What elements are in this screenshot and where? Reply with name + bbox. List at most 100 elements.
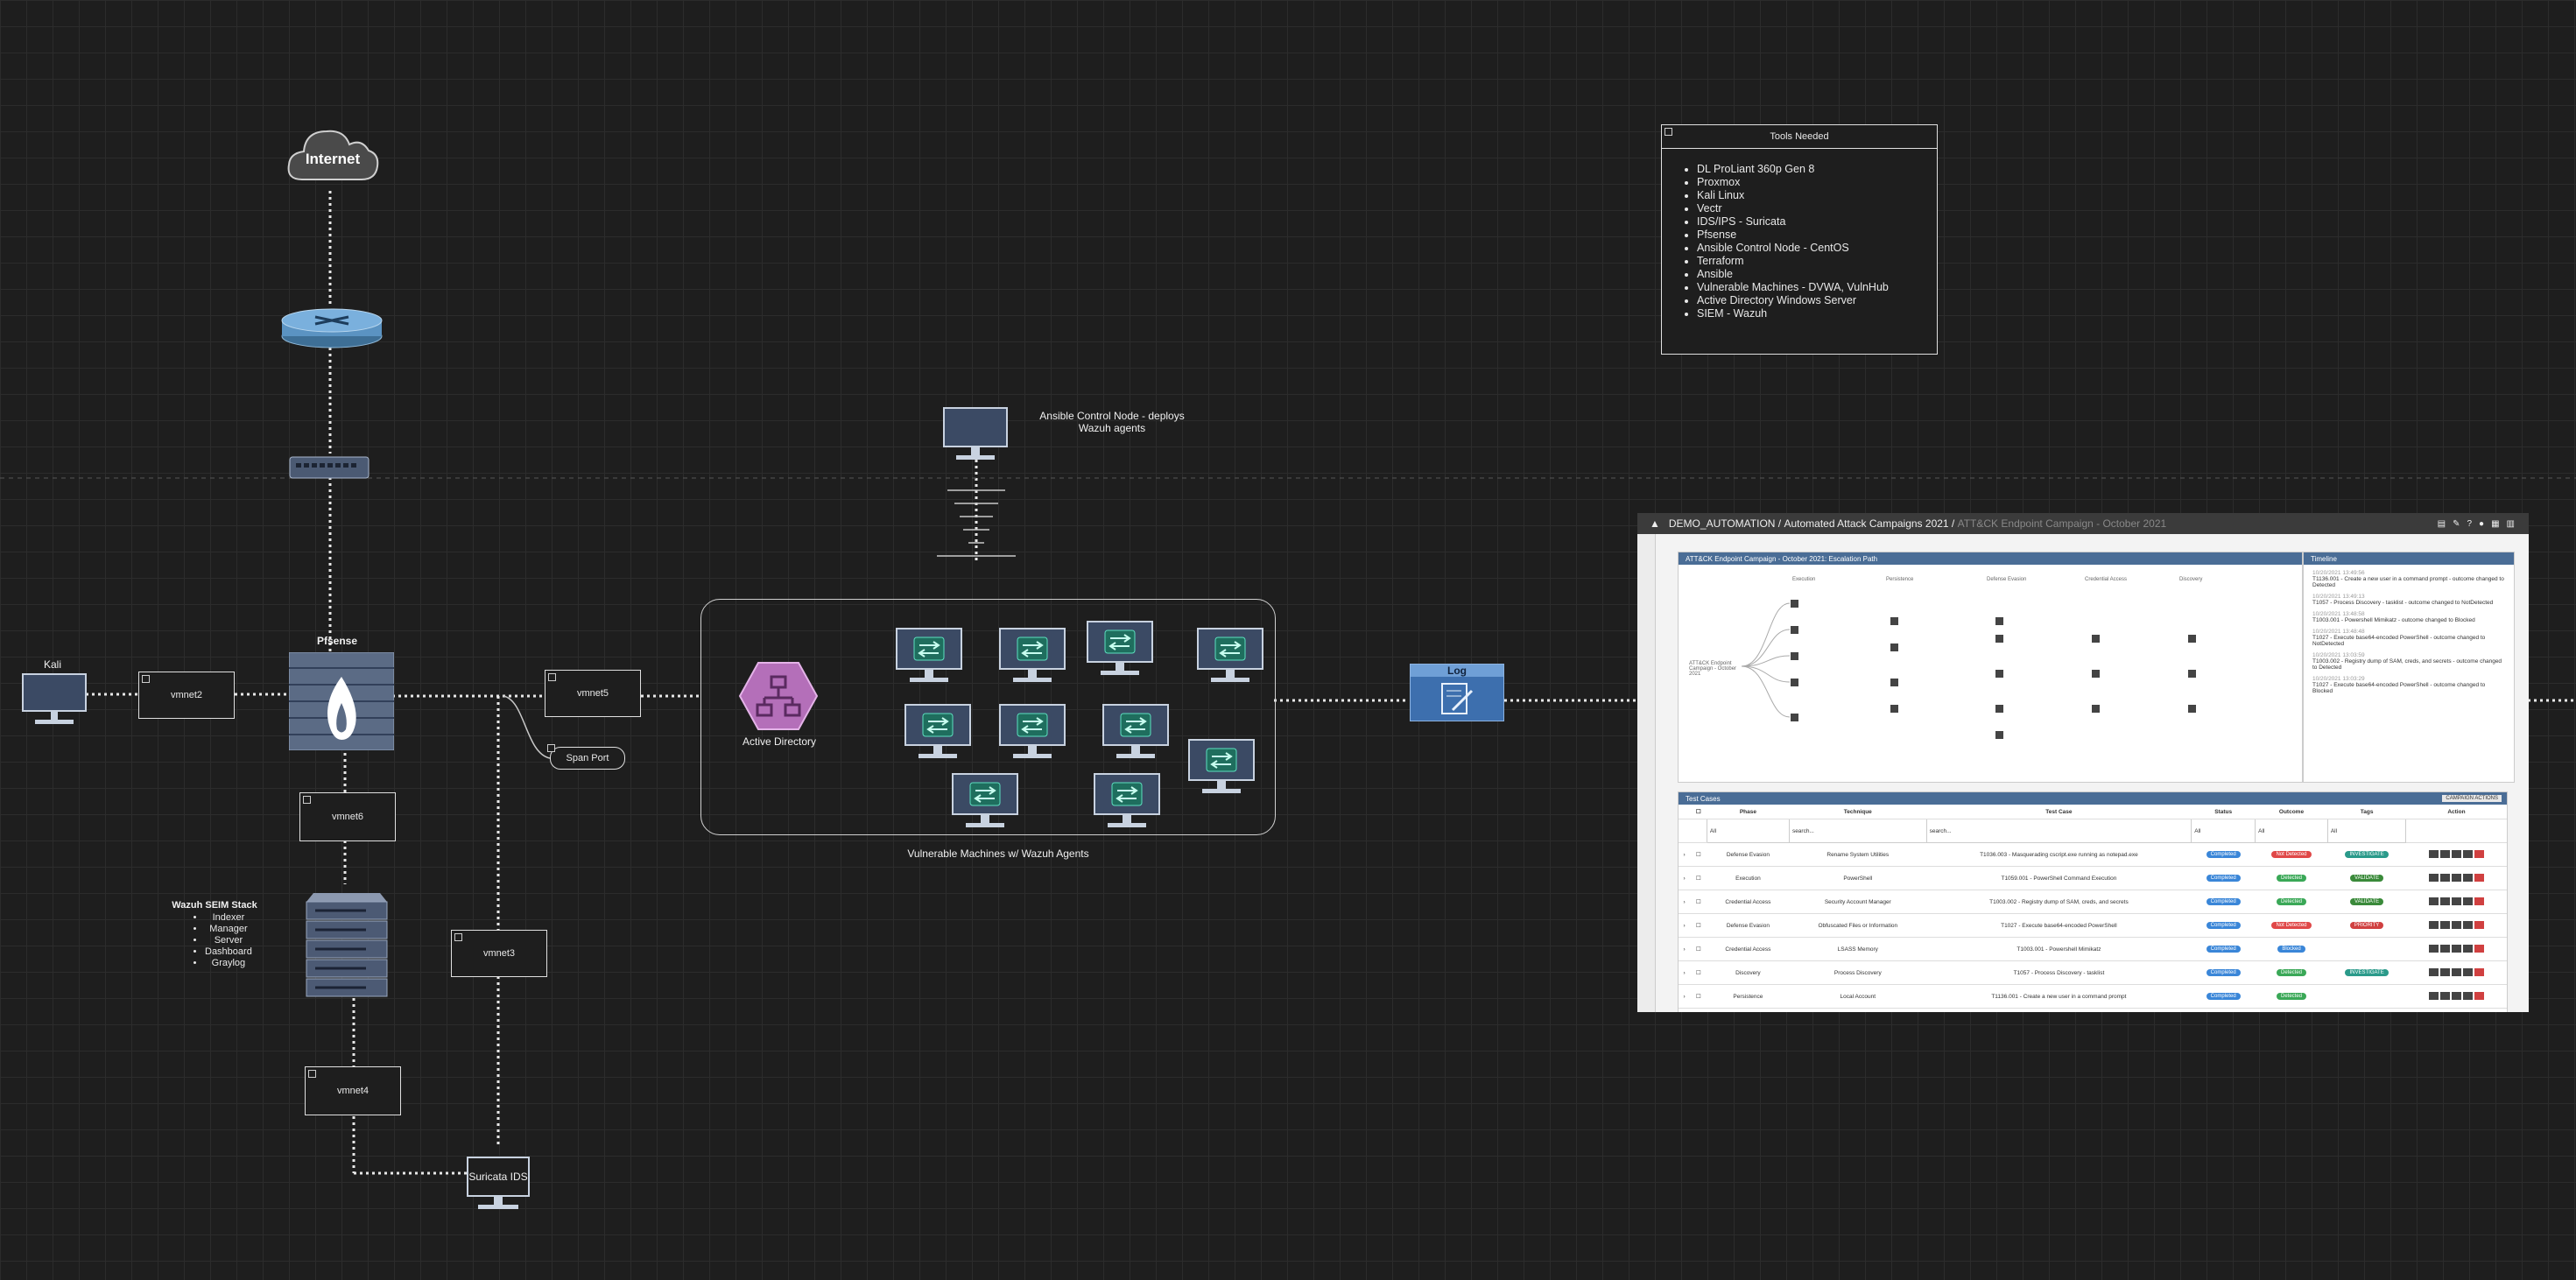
column-header[interactable]: Phase: [1707, 805, 1790, 819]
row-actions[interactable]: [2405, 842, 2507, 867]
row-checkbox[interactable]: ☐: [1690, 890, 1707, 914]
vmnet3-box[interactable]: vmnet3: [451, 930, 547, 977]
expand-row-icon[interactable]: ›: [1679, 913, 1691, 938]
vulnerable-machine-icon[interactable]: [1187, 738, 1256, 802]
campaign-actions-button[interactable]: CAMPAIGN ACTIONS: [2442, 795, 2502, 802]
vulnerable-machines-group[interactable]: [700, 599, 1276, 835]
tools-needed-panel[interactable]: Tools Needed DL ProLiant 360p Gen 8 Prox…: [1661, 124, 1938, 355]
row-checkbox[interactable]: ☐: [1690, 866, 1707, 890]
expand-row-icon[interactable]: ›: [1679, 984, 1691, 1009]
dashboard-topbar: ▲ DEMO_AUTOMATION / Automated Attack Cam…: [1637, 513, 2529, 534]
vmnet2-box[interactable]: vmnet2: [138, 672, 235, 719]
column-filter[interactable]: All: [1706, 819, 1790, 843]
row-checkbox[interactable]: ☐: [1690, 913, 1707, 938]
tag-badge[interactable]: PRIORITY: [2349, 922, 2384, 929]
expand-row-icon[interactable]: ›: [1679, 866, 1691, 890]
row-actions[interactable]: [2405, 960, 2507, 985]
select-all-checkbox[interactable]: ☐: [1690, 805, 1707, 819]
vulnerable-machine-icon[interactable]: [895, 627, 963, 691]
test-case-cell[interactable]: T1003.001 - Powershell Mimikatz: [1926, 937, 2192, 961]
pfsense-label: Pfsense: [316, 635, 358, 647]
row-actions[interactable]: [2405, 913, 2507, 938]
vmnet5-box[interactable]: vmnet5: [545, 670, 641, 717]
vulnerable-machine-icon[interactable]: [1086, 620, 1154, 684]
technique-cell: Local Account: [1789, 984, 1927, 1009]
row-actions[interactable]: [2405, 984, 2507, 1009]
logo-icon: ▲: [1650, 517, 1660, 530]
row-checkbox[interactable]: ☐: [1690, 937, 1707, 961]
vulnerable-machine-icon[interactable]: [1101, 703, 1170, 767]
row-actions[interactable]: [2405, 937, 2507, 961]
outcome-badge: Detected: [2276, 875, 2306, 882]
phase-label: Persistence: [1886, 577, 1914, 582]
column-filter[interactable]: All: [2255, 819, 2328, 843]
status-badge: Completed: [2206, 898, 2241, 905]
vulnerable-machine-icon[interactable]: [1093, 772, 1161, 836]
row-checkbox[interactable]: ☐: [1690, 842, 1707, 867]
tool-item: IDS/IPS - Suricata: [1697, 215, 1937, 229]
tag-badge[interactable]: INVESTIGATE: [2345, 851, 2389, 858]
vmnet4-box[interactable]: vmnet4: [305, 1066, 401, 1115]
vulnerable-machine-icon[interactable]: [998, 627, 1066, 691]
dashboard-sidebar[interactable]: [1637, 534, 1656, 1012]
tag-badge[interactable]: VALIDATE: [2350, 898, 2384, 905]
column-header[interactable]: Technique: [1789, 805, 1927, 819]
test-case-cell[interactable]: T1136.001 - Create a new user in a comma…: [1926, 984, 2192, 1009]
column-header[interactable]: Status: [2191, 805, 2256, 819]
technique-cell: Process Discovery: [1789, 960, 1927, 985]
expand-row-icon[interactable]: ›: [1679, 842, 1691, 867]
test-case-cell[interactable]: T1057 - Process Discovery - tasklist: [1926, 960, 2192, 985]
test-case-cell[interactable]: T1003.002 - Registry dump of SAM, creds,…: [1926, 890, 2192, 914]
span-port-label: Span Port: [566, 753, 609, 763]
expand-row-icon[interactable]: ›: [1679, 890, 1691, 914]
timeline-date: 10/20/2021 13:49:13: [2312, 594, 2365, 600]
vectr-dashboard[interactable]: ▲ DEMO_AUTOMATION / Automated Attack Cam…: [1637, 513, 2529, 1012]
test-case-cell[interactable]: T1027 - Execute base64-encoded PowerShel…: [1926, 913, 2192, 938]
cloud-icon: Internet: [285, 123, 381, 184]
column-header[interactable]: Test Case: [1926, 805, 2192, 819]
test-case-cell[interactable]: T1059.001 - PowerShell Command Execution: [1926, 866, 2192, 890]
expand-col: [1679, 805, 1691, 819]
vulnerable-machine-icon[interactable]: [998, 703, 1066, 767]
column-filter[interactable]: All: [2326, 819, 2407, 843]
row-checkbox[interactable]: ☐: [1690, 984, 1707, 1009]
expand-row-icon[interactable]: ›: [1679, 960, 1691, 985]
row-actions[interactable]: [2405, 866, 2507, 890]
expand-row-icon[interactable]: ›: [1679, 937, 1691, 961]
vmnet6-box[interactable]: vmnet6: [299, 792, 396, 841]
column-header[interactable]: Action: [2405, 805, 2507, 819]
column-header[interactable]: Outcome: [2255, 805, 2328, 819]
column-header[interactable]: Tags: [2327, 805, 2406, 819]
test-case-cell[interactable]: T1036.003 - Masquerading cscript.exe run…: [1926, 842, 2192, 867]
phase-cell: Credential Access: [1707, 937, 1790, 961]
column-filter[interactable]: All: [2191, 819, 2256, 843]
log-node[interactable]: Log: [1410, 664, 1504, 721]
vulnerable-machine-icon[interactable]: [1196, 627, 1264, 691]
collapse-icon[interactable]: [1665, 128, 1672, 136]
status-badge: Completed: [2206, 875, 2241, 882]
row-actions[interactable]: [2405, 890, 2507, 914]
ansible-caption: Ansible Control Node - deploys Wazuh age…: [1016, 410, 1208, 434]
span-port[interactable]: Span Port: [547, 744, 625, 770]
column-filter[interactable]: search...: [1925, 819, 2192, 843]
row-checkbox[interactable]: ☐: [1690, 960, 1707, 985]
vulnerable-machine-icon[interactable]: [904, 703, 972, 767]
breadcrumb-2[interactable]: Automated Attack Campaigns 2021 /: [1784, 517, 1955, 530]
vulnerable-machine-icon[interactable]: [951, 772, 1019, 836]
column-filter[interactable]: search...: [1788, 819, 1927, 843]
tag-badge[interactable]: VALIDATE: [2350, 875, 2384, 882]
toolbar-icons[interactable]: ▤✎?●▦▥: [2437, 518, 2522, 529]
phase-cell: Execution: [1707, 866, 1790, 890]
monitor-icon-ansible: [942, 406, 1009, 467]
tag-badge[interactable]: INVESTIGATE: [2345, 969, 2389, 976]
breadcrumb-1[interactable]: DEMO_AUTOMATION /: [1668, 517, 1782, 530]
